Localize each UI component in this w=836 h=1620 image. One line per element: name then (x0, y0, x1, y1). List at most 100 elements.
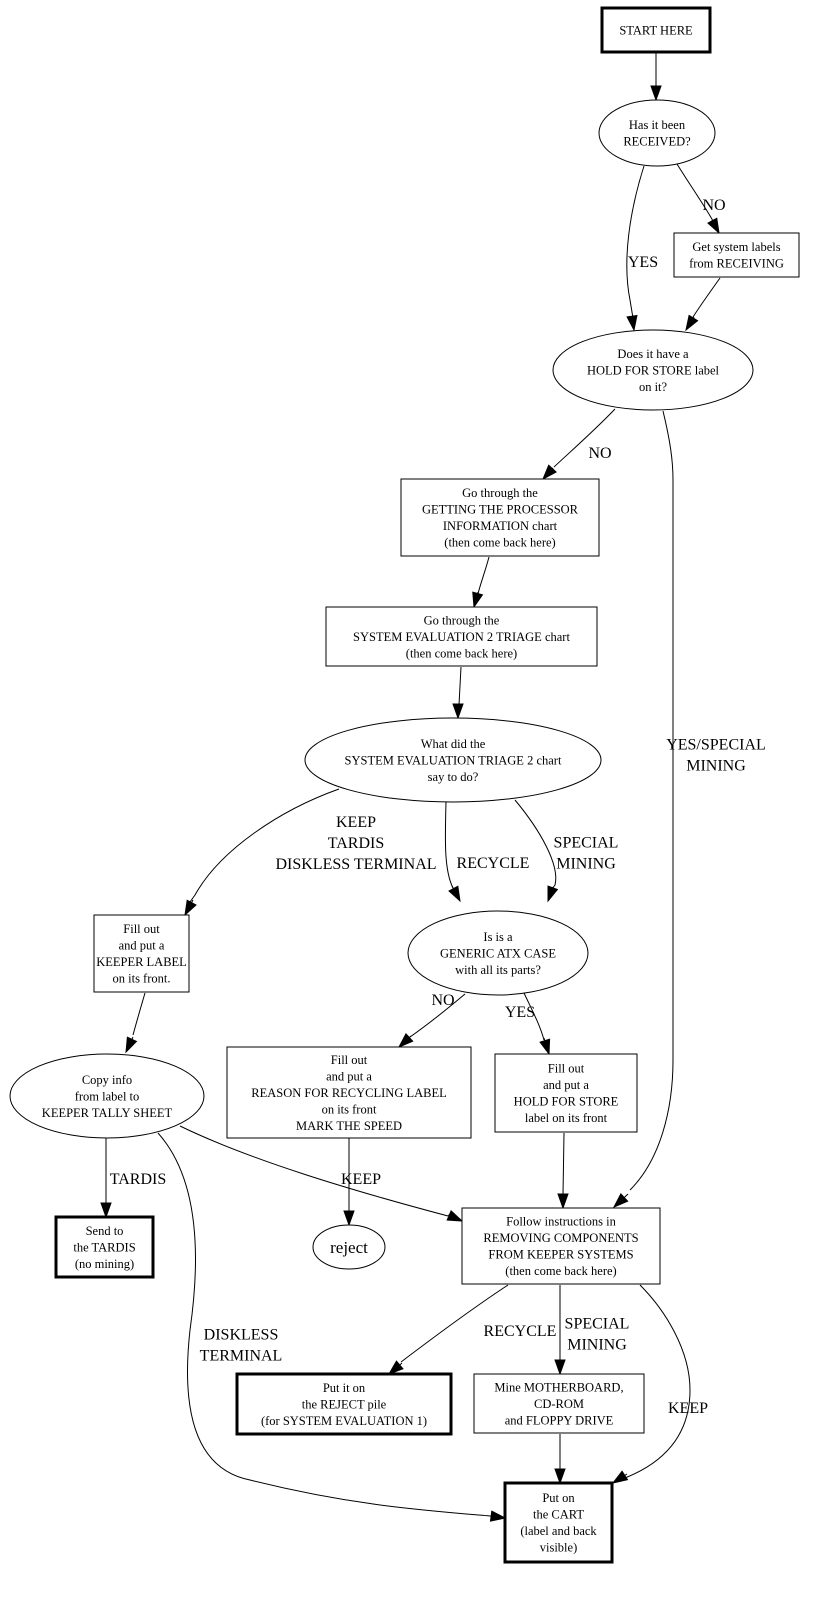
edge-label: SPECIAL (554, 835, 619, 852)
edge-removing-to-cart (611, 1284, 691, 1484)
arrowhead-icon (554, 1359, 566, 1376)
node-text-line: Fill out (123, 922, 160, 936)
node-text-line: the REJECT pile (302, 1397, 387, 1411)
node-text-line: START HERE (619, 23, 693, 37)
edge-label: DISKLESS TERMINAL (275, 856, 436, 873)
edge-label: NO (431, 992, 454, 1009)
node-text-line: (then come back here) (444, 536, 555, 550)
node-text-line: reject (330, 1238, 368, 1257)
edge-hold-for-store-q-to-processor-chart (542, 408, 616, 481)
arrowhead-icon (611, 1470, 629, 1484)
node-text-line: (for SYSTEM EVALUATION 1) (261, 1414, 427, 1428)
edge-generic-atx-to-recycling-label (397, 993, 466, 1049)
node-text-line: What did the (421, 737, 486, 751)
arrowhead-icon (446, 1210, 464, 1222)
edge-triage-result-to-generic-atx (444, 801, 461, 903)
node-text-line: (then come back here) (406, 646, 517, 660)
node-box (400, 478, 600, 557)
arrowhead-icon (707, 217, 720, 235)
edge-recycling-label-to-reject (343, 1138, 355, 1227)
edge-removing-to-reject-pile (387, 1284, 509, 1375)
edge-mine-to-cart (554, 1434, 566, 1485)
node-box (673, 232, 800, 278)
node-text-line: SYSTEM EVALUATION 2 TRIAGE chart (353, 630, 570, 644)
node-text-line: SYSTEM EVALUATION TRIAGE 2 chart (345, 753, 562, 767)
node-text-line: visible) (540, 1541, 578, 1555)
edge-line (514, 799, 557, 890)
edge-line (562, 1132, 565, 1196)
edge-label: NO (588, 445, 611, 462)
node-text-line: MARK THE SPEED (296, 1119, 402, 1133)
edge-line (189, 788, 340, 903)
edge-generic-atx-to-hold-label (523, 992, 551, 1056)
node-text-line: on its front. (113, 972, 171, 986)
edge-line (523, 992, 545, 1041)
edge-line (676, 163, 714, 222)
node-text-line: say to do? (428, 770, 479, 784)
edge-keeper-label-to-copy-info (125, 992, 146, 1054)
edge-line (624, 1284, 691, 1479)
node-ellipse (312, 1224, 386, 1270)
node-text-line: (no mining) (75, 1257, 134, 1271)
arrowhead-icon (547, 885, 559, 903)
node-text-line: Mine MOTHERBOARD, (494, 1380, 623, 1394)
edge-received-to-get-labels (676, 163, 720, 235)
edge-labels-layer: YESNONOYES/SPECIALMININGKEEPTARDISDISKLE… (110, 197, 766, 1417)
node-text-line: (label and back (520, 1524, 597, 1538)
node-reject-pile: Put it on the REJECT pile (for SYSTEM EVAL… (235, 1372, 453, 1436)
node-start: START HERE (600, 6, 712, 54)
edge-received-to-hold-for-store-q (626, 165, 645, 332)
edge-removing-to-mine (554, 1285, 566, 1376)
arrowhead-icon (100, 1202, 112, 1219)
node-text-line: Follow instructions in (506, 1215, 616, 1229)
edge-label: TARDIS (328, 835, 385, 852)
edge-label: YES/SPECIAL (666, 737, 766, 754)
arrowhead-icon (557, 1193, 569, 1210)
node-text-line: and put a (326, 1069, 372, 1083)
edge-line (179, 1125, 449, 1217)
edge-label: KEEP (668, 1400, 708, 1417)
arrowhead-icon (397, 1032, 414, 1049)
arrowhead-icon (626, 314, 638, 332)
node-text-line: GENERIC ATX CASE (440, 946, 556, 960)
node-text-line: KEEPER LABEL (96, 955, 187, 969)
arrowhead-icon (387, 1360, 404, 1375)
edge-label: SPECIAL (565, 1316, 630, 1333)
node-text-line: on it? (639, 380, 668, 394)
node-text-line: with all its parts? (455, 963, 541, 977)
edge-triage-result-to-generic-atx (514, 799, 559, 903)
edge-hold-label-to-removing (557, 1132, 569, 1210)
edge-triage-result-to-keeper-label (184, 788, 340, 917)
node-box (461, 1207, 661, 1285)
node-text-line: Fill out (548, 1062, 585, 1076)
node-text-line: Does it have a (617, 347, 689, 361)
edge-copy-info-to-removing (179, 1125, 464, 1222)
node-text-line: REASON FOR RECYCLING LABEL (251, 1086, 447, 1100)
edge-label: TERMINAL (200, 1348, 283, 1365)
arrowhead-icon (554, 1468, 566, 1485)
edge-hold-for-store-q-to-removing (612, 410, 674, 1209)
node-text-line: CD-ROM (534, 1397, 584, 1411)
node-text-line: Send to (86, 1224, 124, 1238)
node-box (226, 1046, 472, 1139)
node-text-line: and put a (119, 939, 165, 953)
edge-copy-info-to-tardis (100, 1138, 112, 1219)
node-box (325, 606, 598, 667)
edge-line (132, 992, 146, 1036)
node-text-line: Put it on (323, 1381, 366, 1395)
node-box (503, 1481, 614, 1564)
edge-line-tail (399, 1362, 403, 1366)
edge-line-tail (623, 1193, 629, 1198)
node-text-line: from RECEIVING (689, 257, 784, 271)
edge-line (629, 410, 674, 1191)
node-text-line: KEEPER TALLY SHEET (42, 1106, 173, 1120)
arrowhead-icon (489, 1510, 507, 1522)
